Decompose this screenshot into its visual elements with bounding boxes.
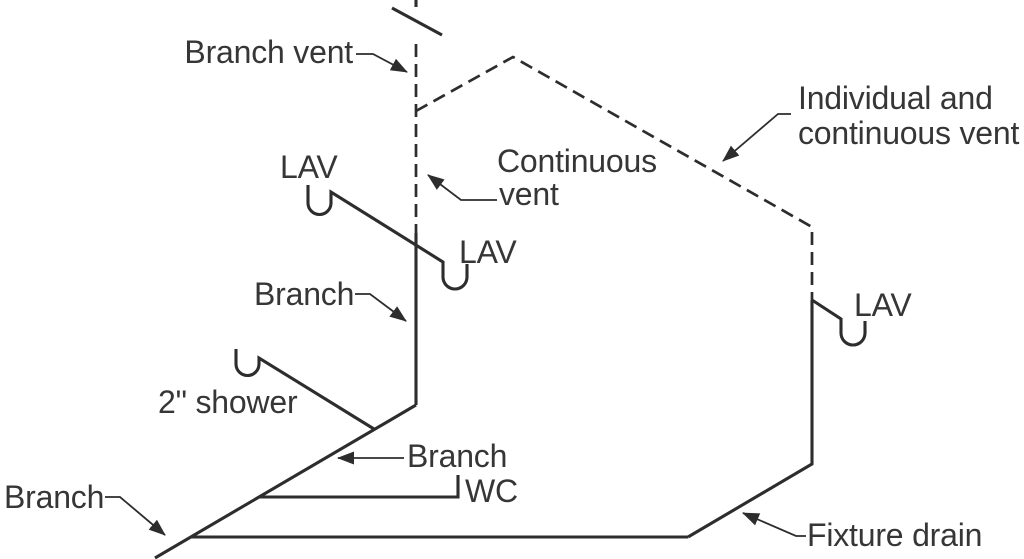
branch-vent-leader-arrow [356,53,408,73]
individual-continuous-vent-dashed-line [415,55,814,301]
branch-lower-left-label: Branch [4,479,104,515]
branch-vent-label: Branch vent [184,34,353,70]
lav-traps-and-drain-line [306,185,469,291]
lav-upper-left-label: LAV [280,149,338,185]
branch-upper-leader-arrow [355,293,407,322]
branch-center-label: Branch [407,438,507,474]
labels-group: Branch vent Individual and continuous ve… [4,34,1020,553]
lav-right-label: LAV [854,287,912,323]
branch-drain-diagonal-line [154,403,417,559]
right-lav-trap-line [811,298,867,347]
vent-piping-group [391,0,814,301]
leader-lines-group [105,53,806,537]
continuous-vent-label-line2: vent [499,176,559,212]
lav-middle-label: LAV [459,234,517,270]
fixture-drain-leader-arrow [742,512,806,537]
right-fixture-drain-riser-line [687,300,814,539]
pipe-break-icon [391,6,443,37]
branch-lower-left-leader-arrow [105,496,166,536]
shower-trap-and-drain-line [234,349,375,431]
shower-label: 2" shower [158,384,298,420]
wc-drain-line [259,475,460,499]
wc-label: WC [465,473,518,509]
drain-piping-group [154,185,867,559]
branch-upper-label: Branch [254,276,354,312]
individual-vent-label-line1: Individual and [798,80,993,116]
continuous-vent-leader-arrow [427,174,497,201]
fixture-drain-label: Fixture drain [807,517,982,553]
continuous-vent-label-line1: Continuous [497,143,657,179]
individual-vent-label-line2: continuous vent [798,115,1019,151]
individual-vent-leader-arrow [722,113,791,162]
